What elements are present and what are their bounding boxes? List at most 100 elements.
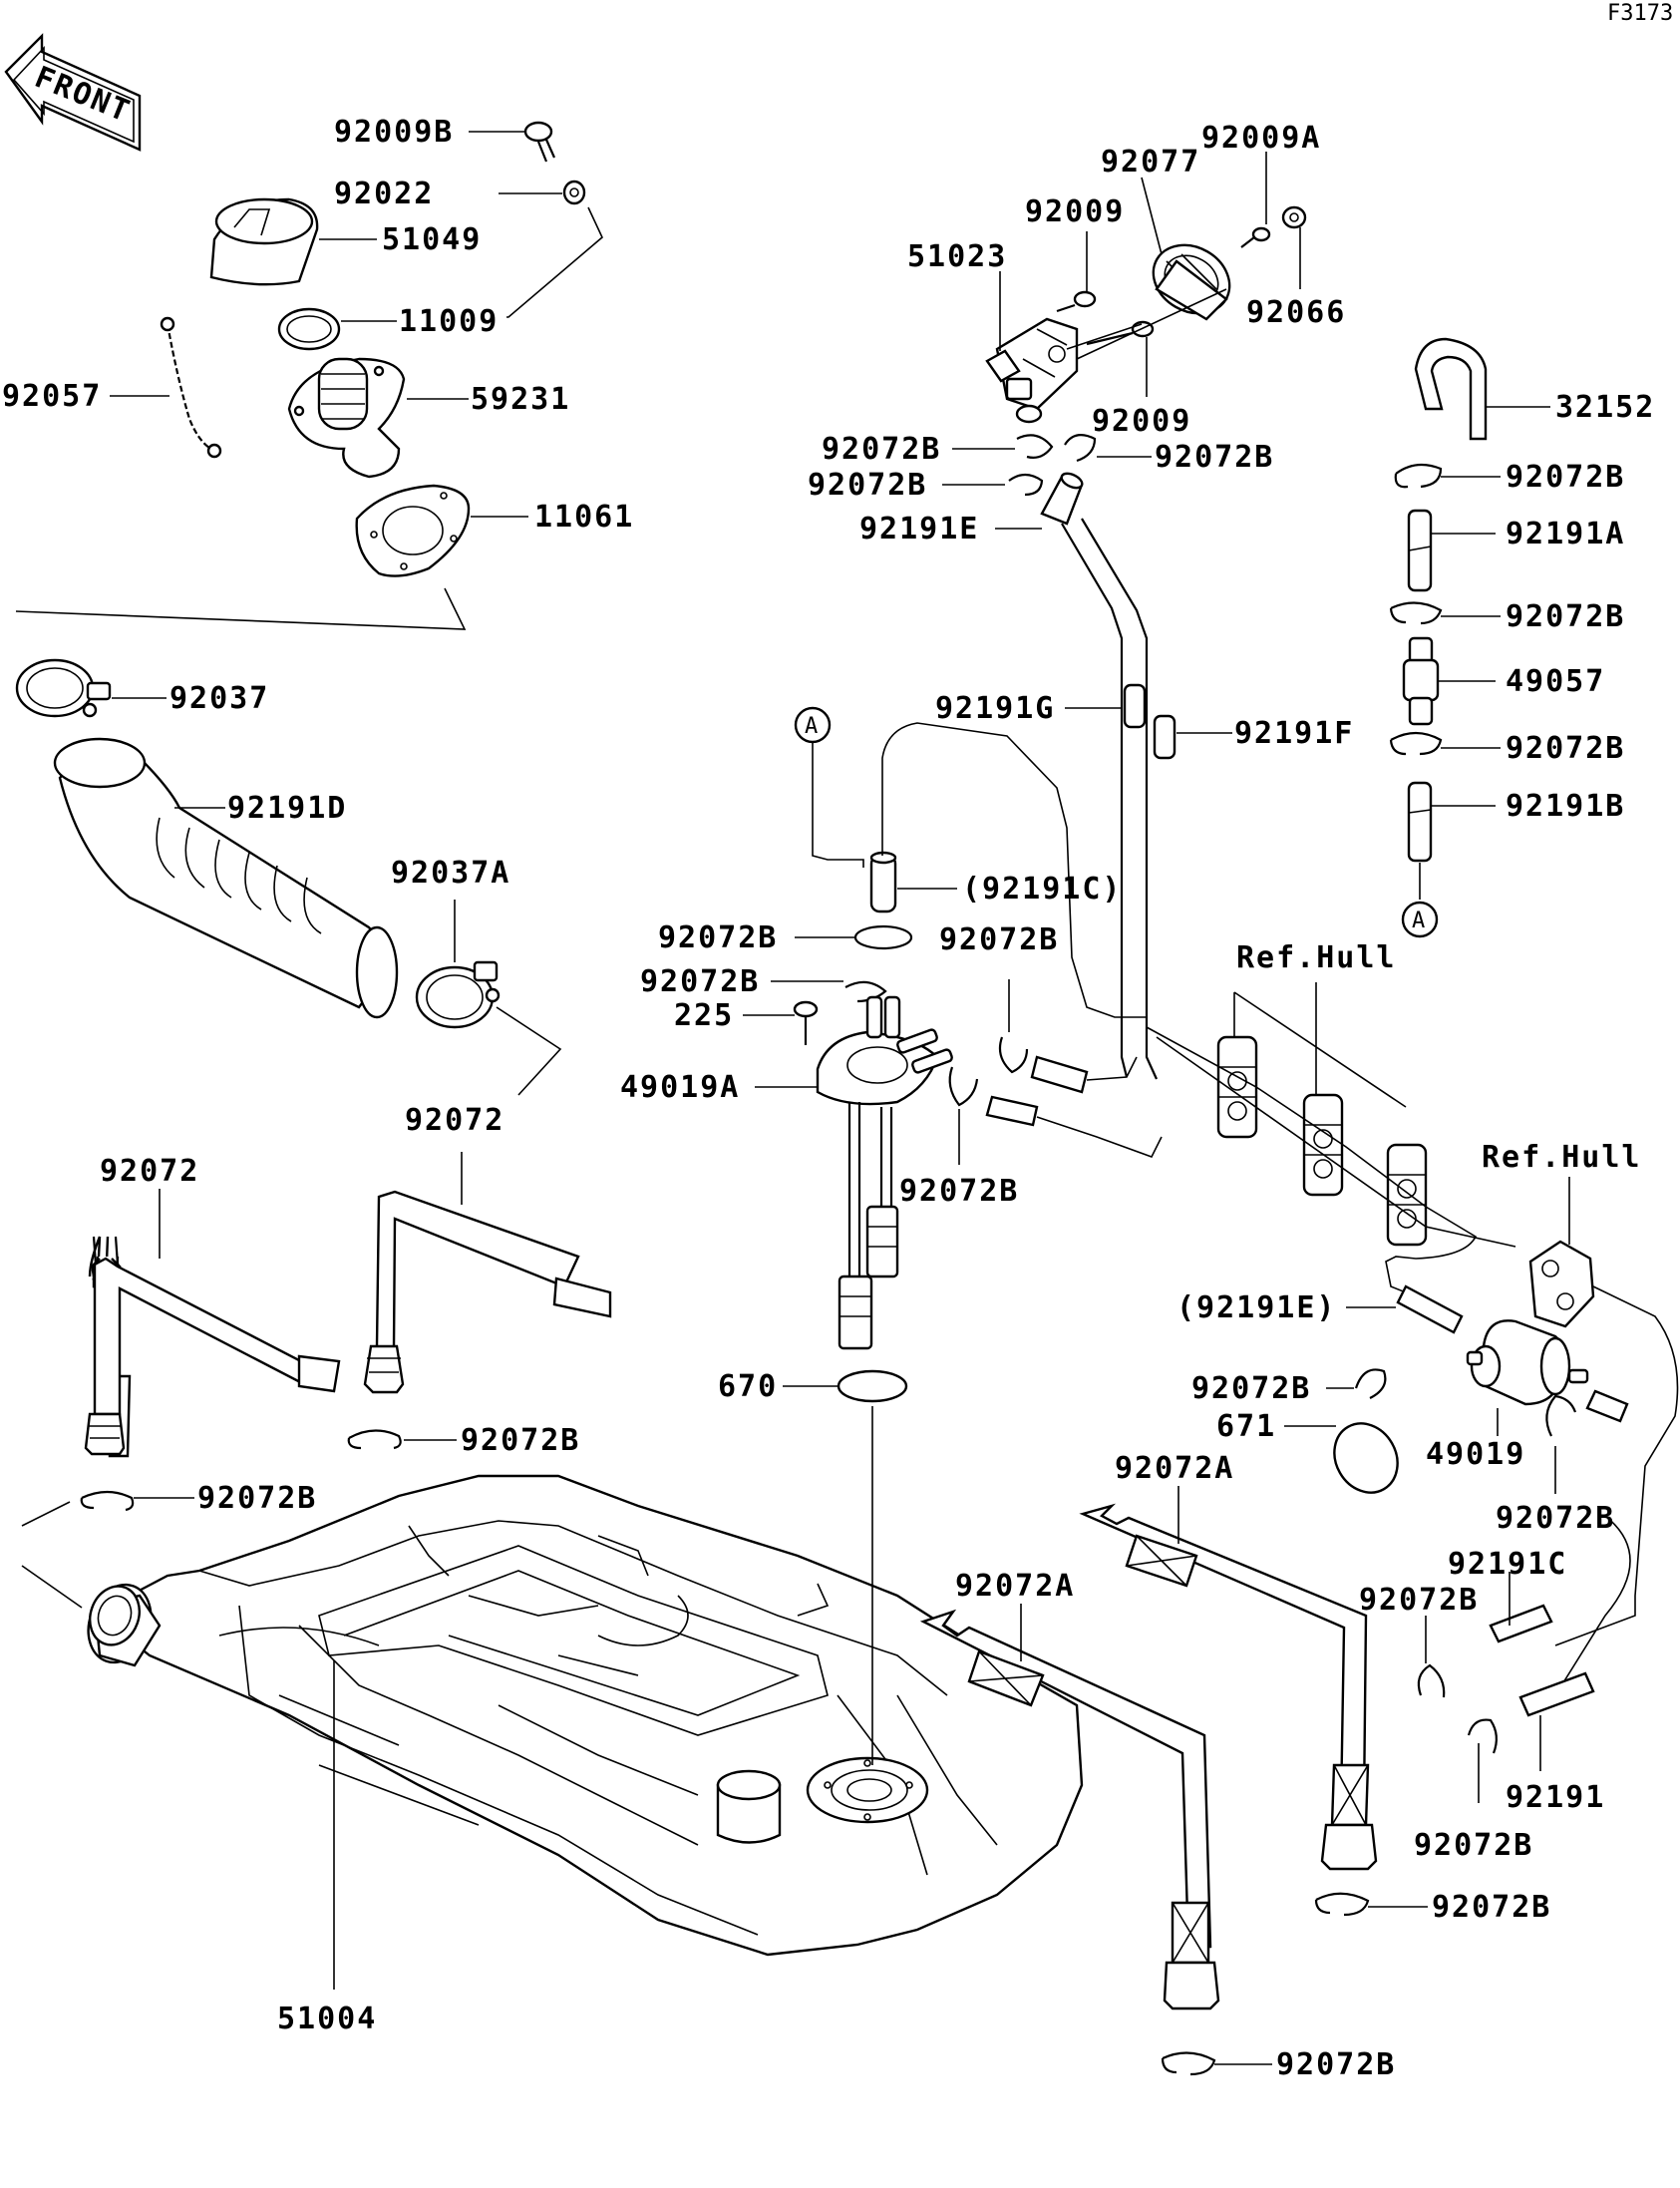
- label-92037a: 92037A: [391, 856, 510, 891]
- label-49057: 49057: [1506, 664, 1605, 699]
- label-92191e: 92191E: [859, 512, 979, 547]
- label-92072b-pump1: 92072B: [658, 920, 778, 955]
- label-92072b-f2: 92072B: [1496, 1501, 1615, 1536]
- label-92191: 92191: [1506, 1780, 1605, 1815]
- label-92072a-lower: 92072A: [955, 1569, 1075, 1604]
- svg-text:A: A: [805, 714, 818, 739]
- hose-pump-out2: [985, 1095, 1039, 1127]
- label-92072b-f3: 92072B: [1359, 1583, 1479, 1618]
- clip-92072b-bot2: [1161, 2051, 1216, 2076]
- clip-92072b-pump3: [998, 1036, 1029, 1074]
- filler-hose-92191d: [53, 737, 399, 1019]
- clamp-92037a: [415, 960, 501, 1029]
- label-49019a: 49019A: [620, 1070, 740, 1105]
- hose-clamp-block-4: [1528, 1240, 1595, 1328]
- filler-cap-51049: [209, 197, 319, 286]
- ref-hull-label-right: Ref.Hull: [1482, 1140, 1642, 1175]
- label-92072b-lower2: 92072B: [197, 1481, 317, 1516]
- label-92057: 92057: [2, 379, 102, 414]
- hose-92191e-paren: [1396, 1284, 1464, 1334]
- label-92072b-bot2: 92072B: [1276, 2047, 1396, 2082]
- strap-92072a-upper: [1079, 1503, 1378, 1871]
- label-92191g: 92191G: [935, 691, 1055, 726]
- label-225: 225: [674, 998, 734, 1033]
- clip-92072b-r1: [1394, 463, 1443, 489]
- clip-92072b-v2: [1064, 434, 1097, 463]
- o-ring-670: [837, 1369, 908, 1403]
- label-92191d: 92191D: [227, 791, 347, 826]
- clip-92072b-f4: [1467, 1718, 1498, 1754]
- filler-neck-59231: [287, 357, 406, 479]
- washer-92022: [562, 180, 586, 205]
- clamp-92037: [15, 658, 112, 718]
- label-92022: 92022: [334, 177, 434, 211]
- gasket-11009: [277, 307, 341, 351]
- strap-92072-left-body: [84, 1257, 341, 1456]
- fuel-pump-49019a: [816, 995, 953, 1350]
- label-92072b-pump2: 92072B: [640, 964, 760, 999]
- label-11061: 11061: [534, 500, 634, 535]
- label-51023: 51023: [907, 239, 1007, 274]
- label-51004: 51004: [277, 2002, 377, 2036]
- hose-92191e: [1040, 472, 1084, 526]
- label-59231: 59231: [471, 382, 570, 417]
- hose-32152: [1414, 337, 1488, 441]
- label-92009-top: 92009: [1025, 194, 1125, 229]
- o-ring-671: [1333, 1422, 1399, 1494]
- label-92072-left: 92072: [100, 1154, 199, 1189]
- clip-92072b-pump1: [853, 924, 913, 950]
- label-51049: 51049: [382, 222, 482, 257]
- hose-pump-out1: [1030, 1055, 1089, 1094]
- label-32152: 32152: [1555, 390, 1655, 425]
- valve-51023: [985, 317, 1079, 424]
- label-92009b: 92009B: [334, 115, 454, 150]
- label-92191f: 92191F: [1234, 716, 1354, 751]
- hose-clamp-block-2: [1302, 1093, 1344, 1197]
- label-92072b-bot1: 92072B: [1432, 1890, 1551, 1925]
- clip-92072b-f2: [1545, 1394, 1577, 1437]
- screw-92009-mid: [1086, 320, 1155, 346]
- label-92072b-filter: 92072B: [1191, 1371, 1311, 1406]
- label-92072b-r1: 92072B: [1506, 460, 1625, 495]
- hose-92191a: [1407, 509, 1433, 592]
- label-92191c: 92191C: [1448, 1547, 1567, 1582]
- label-92191a: 92191A: [1506, 517, 1625, 551]
- hose-92191g: [1123, 683, 1147, 729]
- cap-92077: [1152, 243, 1231, 321]
- screw-225: [793, 1000, 819, 1045]
- label-92072a-upper: 92072A: [1115, 1451, 1234, 1486]
- label-92072b-v3: 92072B: [808, 468, 927, 503]
- label-92072b-f4: 92072B: [1414, 1828, 1533, 1863]
- callout-a-right: A: [1401, 901, 1439, 938]
- fuel-filter-49019: [1466, 1319, 1589, 1406]
- clip-92072b-filter: [1354, 1368, 1387, 1399]
- label-92072-upper: 92072: [405, 1103, 504, 1138]
- clip-92072b-r3: [1389, 731, 1443, 756]
- front-arrow-icon: FRONT: [4, 33, 142, 152]
- label-92072b-r2: 92072B: [1506, 599, 1625, 634]
- diagram-code: F3173: [1607, 1, 1673, 26]
- clip-92072b-lower1: [347, 1429, 402, 1450]
- clip-92072b-r2: [1389, 601, 1443, 625]
- label-671: 671: [1216, 1409, 1276, 1444]
- label-92191b: 92191B: [1506, 789, 1625, 824]
- label-92072b-v1: 92072B: [822, 432, 941, 467]
- label-92077: 92077: [1101, 145, 1200, 180]
- label-92037: 92037: [169, 681, 269, 716]
- strap-92072a-lower: [919, 1609, 1220, 2010]
- clip-92072b-f3: [1417, 1663, 1446, 1698]
- label-11009: 11009: [399, 304, 499, 339]
- label-92072b-v2: 92072B: [1155, 440, 1274, 475]
- label-92191c-paren: (92191C): [962, 872, 1123, 907]
- clip-92072b-lower2: [80, 1490, 135, 1512]
- tether-92057: [160, 316, 222, 459]
- gasket-11061: [355, 484, 471, 577]
- screw-92009-top: [1056, 290, 1097, 313]
- hose-92191c: [1489, 1604, 1553, 1643]
- check-valve-49057: [1402, 636, 1440, 726]
- screw-92009a: [1240, 226, 1271, 248]
- nut-92066: [1281, 205, 1307, 229]
- hose-clamp-block-1: [1216, 1035, 1258, 1139]
- label-92072b-pump3: 92072B: [939, 922, 1059, 957]
